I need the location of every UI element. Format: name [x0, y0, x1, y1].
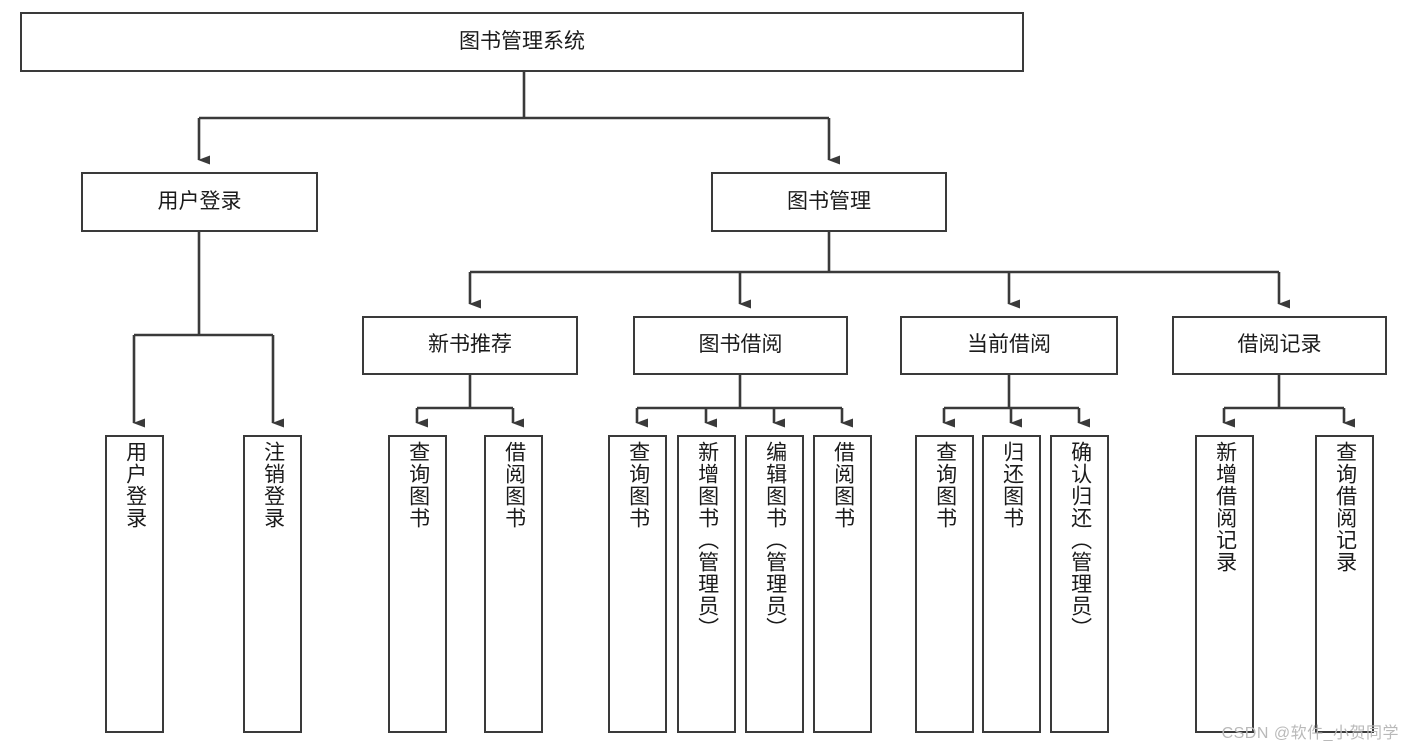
leaf-book-borrow-1-label: 新增图书（管理员） — [695, 441, 719, 639]
node-borrow-record-label: 借阅记录 — [1237, 333, 1322, 357]
leaf-book-borrow-0[interactable]: 查询图书 — [608, 435, 667, 733]
leaf-current-borrow-2-label: 确认归还（管理员） — [1068, 441, 1092, 639]
leaf-new-book-recommend-1-label: 借阅图书 — [502, 441, 526, 529]
leaf-book-borrow-2[interactable]: 编辑图书（管理员） — [745, 435, 804, 733]
leaf-borrow-record-0-label: 新增借阅记录 — [1213, 441, 1237, 573]
leaf-user-login-0-label: 用户登录 — [123, 441, 147, 529]
node-book-borrow[interactable]: 图书借阅 — [633, 316, 848, 375]
leaf-user-login-0[interactable]: 用户登录 — [105, 435, 164, 733]
leaf-book-borrow-3-label: 借阅图书 — [831, 441, 855, 529]
node-user-login-label: 用户登录 — [157, 189, 242, 213]
leaf-current-borrow-0[interactable]: 查询图书 — [915, 435, 974, 733]
leaf-current-borrow-1-label: 归还图书 — [1000, 441, 1024, 529]
node-book-management-label: 图书管理 — [787, 189, 871, 213]
leaf-current-borrow-2[interactable]: 确认归还（管理员） — [1050, 435, 1109, 733]
leaf-book-borrow-2-label: 编辑图书（管理员） — [763, 441, 787, 639]
leaf-user-login-1-label: 注销登录 — [261, 441, 285, 529]
node-current-borrow-label: 当前借阅 — [967, 333, 1051, 357]
leaf-current-borrow-0-label: 查询图书 — [933, 441, 957, 529]
node-borrow-record[interactable]: 借阅记录 — [1172, 316, 1387, 375]
node-book-borrow-label: 图书借阅 — [698, 333, 783, 357]
leaf-borrow-record-1-label: 查询借阅记录 — [1333, 441, 1357, 573]
node-new-book-recommend-label: 新书推荐 — [428, 333, 512, 357]
node-user-login[interactable]: 用户登录 — [81, 172, 318, 232]
node-book-management[interactable]: 图书管理 — [711, 172, 947, 232]
leaf-borrow-record-0[interactable]: 新增借阅记录 — [1195, 435, 1254, 733]
node-root-label: 图书管理系统 — [459, 29, 585, 53]
leaf-book-borrow-1[interactable]: 新增图书（管理员） — [677, 435, 736, 733]
node-root[interactable]: 图书管理系统 — [20, 12, 1024, 72]
leaf-new-book-recommend-1[interactable]: 借阅图书 — [484, 435, 543, 733]
leaf-new-book-recommend-0[interactable]: 查询图书 — [388, 435, 447, 733]
node-current-borrow[interactable]: 当前借阅 — [900, 316, 1118, 375]
leaf-book-borrow-0-label: 查询图书 — [626, 441, 650, 529]
leaf-borrow-record-1[interactable]: 查询借阅记录 — [1315, 435, 1374, 733]
leaf-book-borrow-3[interactable]: 借阅图书 — [813, 435, 872, 733]
leaf-new-book-recommend-0-label: 查询图书 — [406, 441, 430, 529]
leaf-current-borrow-1[interactable]: 归还图书 — [982, 435, 1041, 733]
leaf-user-login-1[interactable]: 注销登录 — [243, 435, 302, 733]
node-new-book-recommend[interactable]: 新书推荐 — [362, 316, 578, 375]
